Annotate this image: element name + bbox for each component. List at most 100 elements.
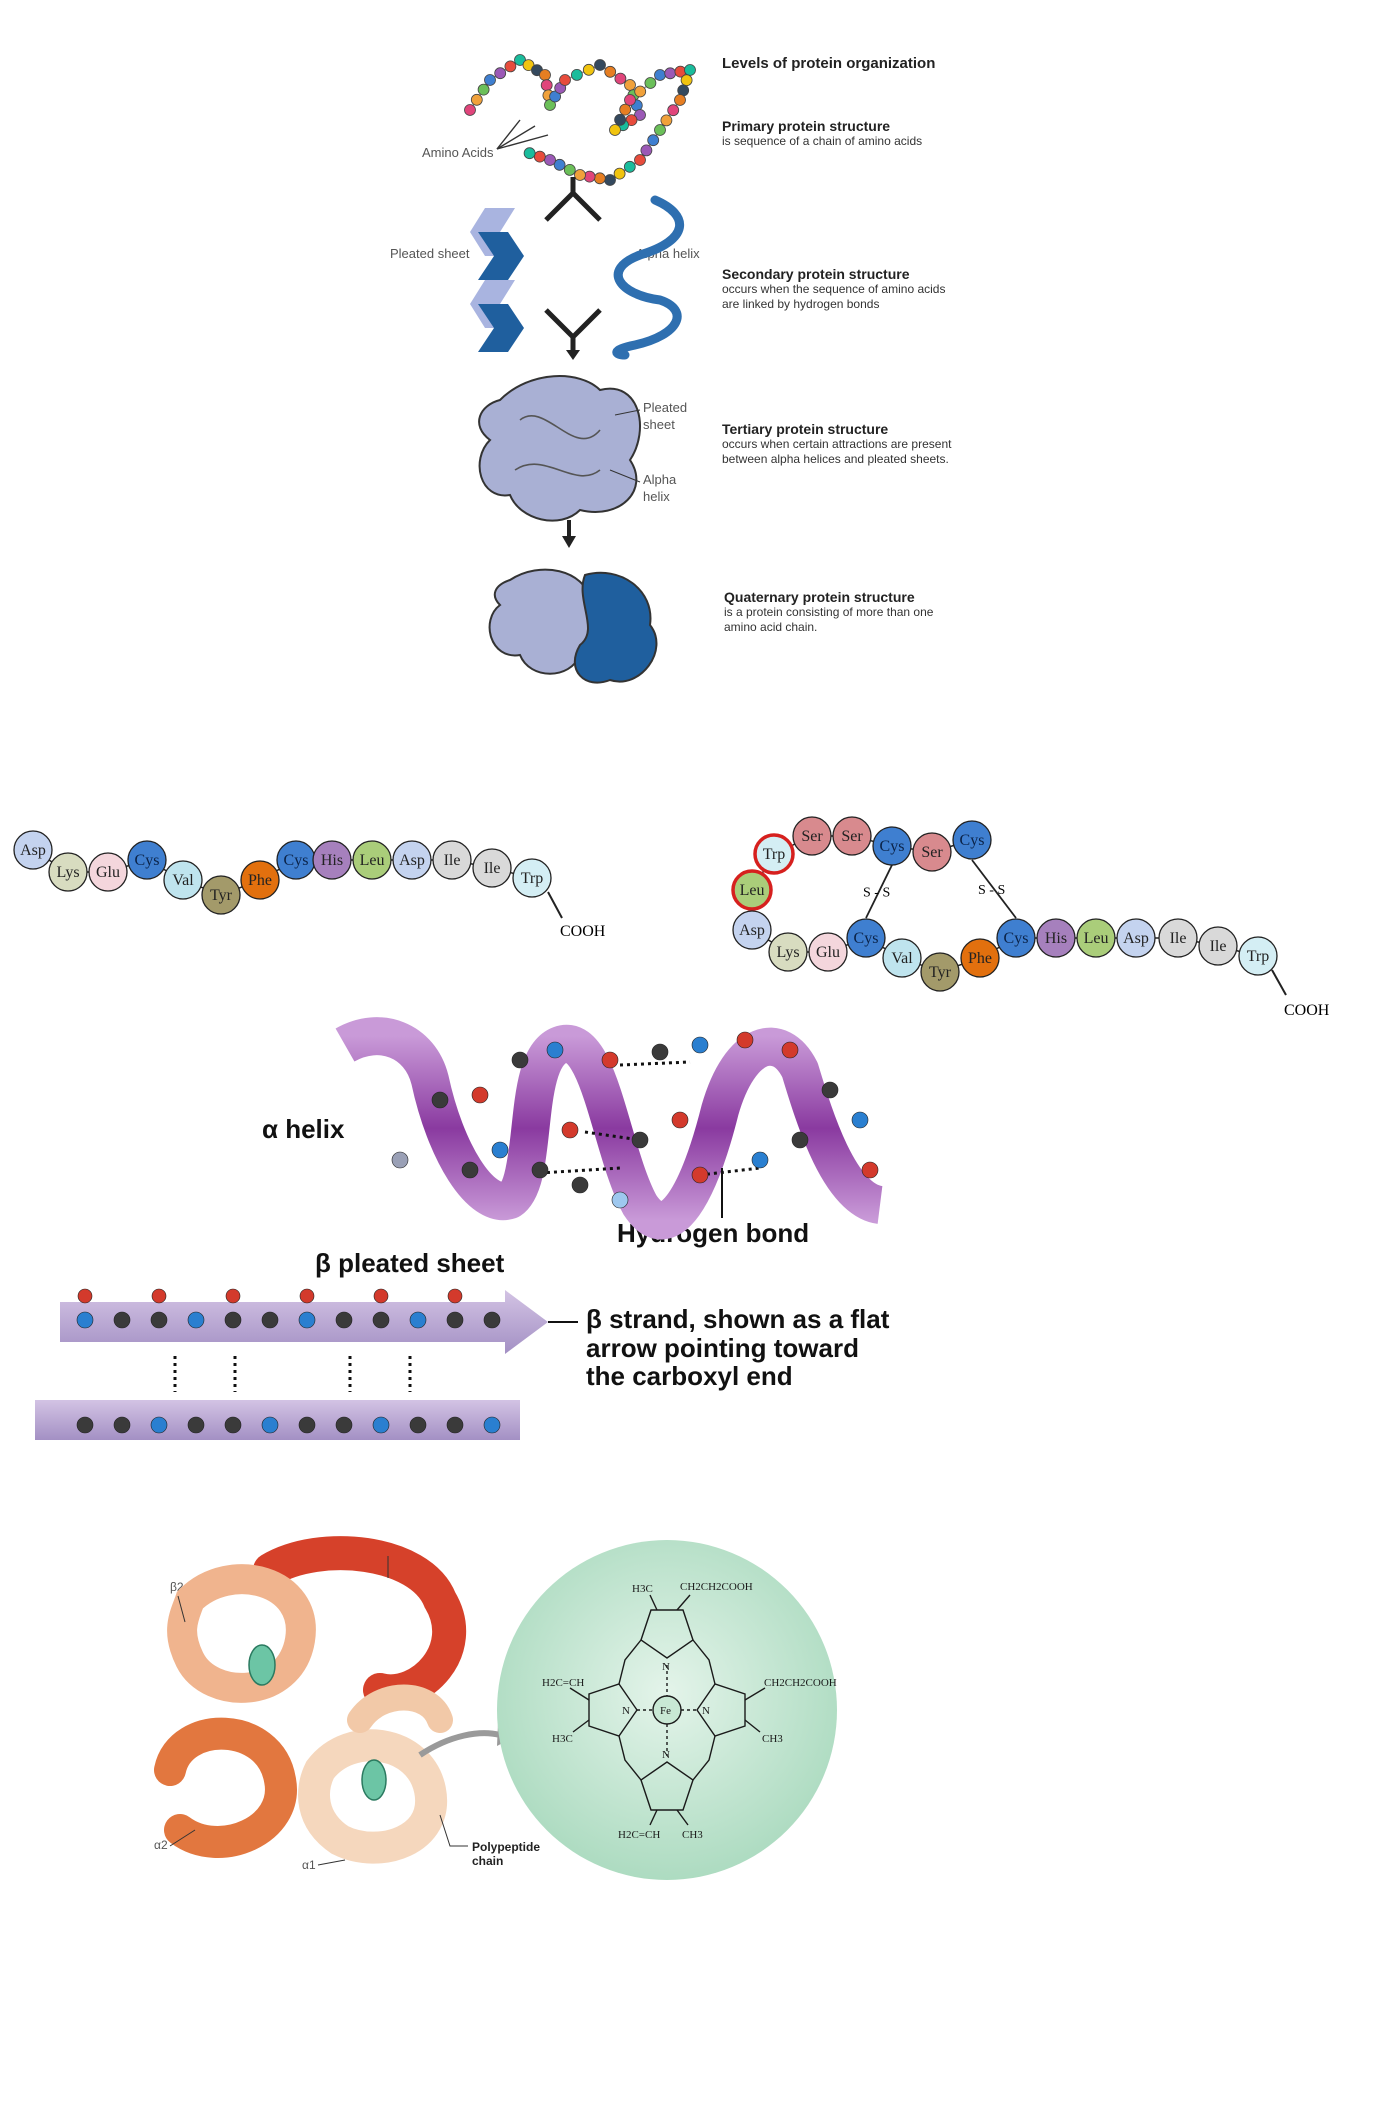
atom-sphere [483,1416,501,1434]
svg-text:Cys: Cys [880,838,905,855]
amino-acid-bead [470,93,483,106]
alpha1-label: α1 [302,1858,316,1872]
svg-text:Leu: Leu [1084,930,1109,947]
amino-acid-bead [494,67,507,80]
heme-nitrogen-left: N [622,1705,630,1717]
amino-acid-bead [609,124,621,136]
chain-right-cooh: COOH [1284,1002,1330,1019]
atom-sphere [531,1161,549,1179]
amino-acid-bead [539,69,551,81]
amino-acid-bead [514,54,526,66]
amino-acid-bead [624,94,636,106]
heme-nitrogen-right: N [702,1705,710,1717]
svg-text:Glu: Glu [816,944,840,961]
amino-acid-bead [464,104,476,116]
amino-acid-bead [654,69,666,81]
amino-acid-bead [625,114,638,126]
beta-sheet-atoms [76,1288,501,1434]
amino-acid-bead [504,60,517,73]
amino-acid-bead [544,99,556,111]
atom-sphere [299,1288,315,1304]
svg-text:Tyr: Tyr [210,887,233,904]
heme-disc-1 [248,1644,276,1686]
heme-disc-2 [361,1759,387,1801]
amino-acid-bead [664,67,677,80]
atom-sphere [298,1416,316,1434]
atom-sphere [791,1131,809,1149]
heme-nitrogen-bottom: N [662,1749,670,1761]
secondary-desc-2: are linked by hydrogen bonds [722,297,880,311]
merge-arrow [544,308,602,352]
atom-sphere [471,1086,489,1104]
disulfide-bond-line [971,859,1017,919]
disulfide-bond-label: S - S [863,886,890,901]
quaternary-desc-2: amino acid chain. [724,620,818,634]
atom-sphere [447,1288,463,1304]
atom-sphere [373,1288,389,1304]
atom-sphere [77,1288,93,1304]
amino-acid-bead [614,113,626,126]
alpha1-pointer [317,1859,346,1866]
residue-ile: Ile [1198,926,1238,966]
amino-acid-bead [522,59,535,71]
split-arrow [544,177,602,222]
amino-acid-bead [623,160,636,173]
svg-text:Asp: Asp [1123,930,1149,947]
heme-nitrogen-top: N [662,1661,670,1673]
residue-glu: Glu [88,852,128,892]
residue-ser: Ser [832,816,872,856]
amino-acid-bead [674,94,686,106]
svg-text:Leu: Leu [740,882,765,899]
amino-acid-pointer [496,119,549,150]
tertiary-structure-shape [478,375,641,522]
svg-text:Lys: Lys [56,864,79,881]
amino-acid-bead [660,114,673,127]
atom-sphere [821,1081,839,1099]
atom-sphere [409,1416,427,1434]
atom-sphere [187,1311,205,1329]
secondary-heading: Secondary protein structure [722,266,910,282]
heme-label-right-upper: CH2CH2COOH [764,1677,837,1689]
levels-title: Levels of protein organization [722,55,936,72]
atom-sphere [611,1191,629,1209]
disulfide-bond-label: S - S [978,883,1005,898]
svg-text:Ser: Ser [841,828,863,845]
atom-sphere [601,1051,619,1069]
atom-sphere [224,1311,242,1329]
svg-text:Glu: Glu [96,864,120,881]
tertiary-alpha-label-2: helix [643,489,670,504]
heme-label-right-lower: CH3 [762,1733,783,1745]
amino-acid-bead [684,64,696,76]
svg-text:Leu: Leu [360,852,385,869]
primary-heading: Primary protein structure [722,118,891,134]
residue-trp: Trp [1238,936,1278,976]
atom-sphere [261,1311,279,1329]
amino-acid-bead [594,59,606,71]
atom-sphere [431,1091,449,1109]
svg-text:Phe: Phe [968,950,992,967]
residue-ile: Ile [472,848,512,888]
amino-acid-bead [574,169,586,181]
amino-acid-bead [549,90,561,103]
svg-text:Asp: Asp [739,922,765,939]
atom-sphere [225,1288,241,1304]
heme-label-bottom-right: CH3 [682,1829,703,1841]
tertiary-pleated-label-2: sheet [643,417,675,432]
atom-sphere [187,1416,205,1434]
atom-sphere [113,1311,131,1329]
polypeptide-pointer [439,1814,468,1847]
heme-label-top-right: CH2CH2COOH [680,1581,753,1593]
atom-sphere [671,1111,689,1129]
amino-acid-bead [619,103,632,116]
svg-text:Cys: Cys [960,832,985,849]
amino-acid-bead [544,154,556,166]
residue-phe: Phe [960,938,1000,978]
amino-acid-bead [614,72,627,85]
amino-acids-label: Amino Acids [422,145,494,160]
atom-sphere [691,1036,709,1054]
atom-sphere [372,1311,390,1329]
amino-acid-bead [533,150,546,163]
svg-text:Ile: Ile [1170,930,1187,947]
